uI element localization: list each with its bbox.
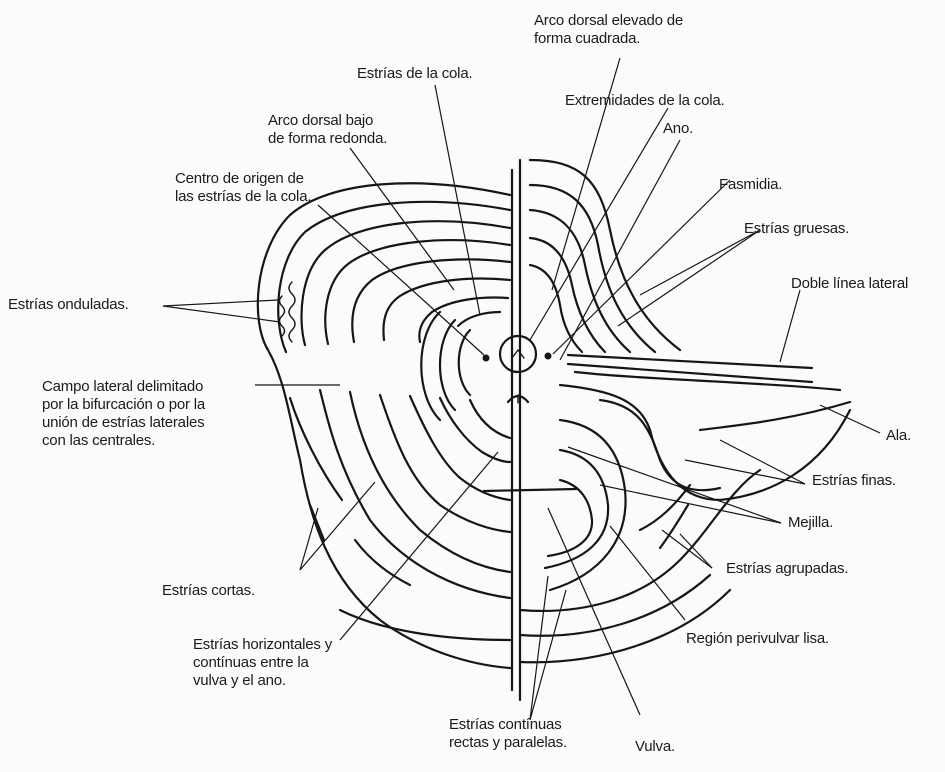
label-extremidades-cola: Extremidades de la cola. xyxy=(565,92,724,110)
leader-lines xyxy=(163,58,880,720)
label-estrias-horizontales: Estrías horizontales y contínuas entre l… xyxy=(193,636,332,690)
label-arco-dorsal-cuadrado: Arco dorsal elevado de forma cuadrada. xyxy=(534,12,683,48)
label-estrias-cola: Estrías de la cola. xyxy=(357,65,472,83)
label-campo-lateral: Campo lateral delimitado por la bifurcac… xyxy=(42,378,205,450)
label-estrias-continuas: Estrías contínuas rectas y paralelas. xyxy=(449,716,567,752)
label-arco-dorsal-redondo: Arco dorsal bajo de forma redonda. xyxy=(268,112,387,148)
label-estrias-gruesas: Estrías gruesas. xyxy=(744,220,849,238)
label-estrias-cortas: Estrías cortas. xyxy=(162,582,255,600)
label-fasmidia: Fasmidia. xyxy=(719,176,782,194)
label-estrias-finas: Estrías finas. xyxy=(812,472,896,490)
label-mejilla: Mejilla. xyxy=(788,514,833,532)
label-doble-linea-lateral: Doble línea lateral xyxy=(791,275,908,293)
label-ala: Ala. xyxy=(886,427,911,445)
label-vulva: Vulva. xyxy=(635,738,675,756)
label-estrias-onduladas: Estrías onduladas. xyxy=(8,296,129,314)
label-ano: Ano. xyxy=(663,120,693,138)
label-estrias-agrupadas: Estrías agrupadas. xyxy=(726,560,848,578)
left-half-striae xyxy=(258,183,510,668)
label-region-perivulvar: Región perivulvar lisa. xyxy=(686,630,829,648)
label-centro-origen: Centro de origen de las estrías de la co… xyxy=(175,170,311,206)
